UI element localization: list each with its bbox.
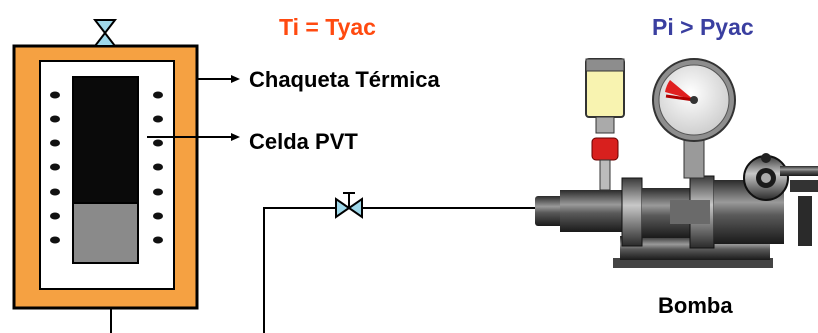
flow-line	[263, 207, 536, 333]
valve-icon	[335, 192, 363, 219]
bolt-icon	[50, 236, 60, 244]
pump-label: Bomba	[658, 293, 733, 318]
pvt-cell-liquid	[72, 202, 139, 264]
bolt-icon	[153, 163, 163, 171]
bolt-icon	[50, 91, 60, 99]
bolt-icon	[50, 212, 60, 220]
cell-callout-arrow	[147, 133, 240, 141]
bolt-icon	[50, 115, 60, 123]
jacket-label: Chaqueta Térmica	[249, 67, 440, 92]
thermal-jacket	[12, 19, 199, 333]
pump-icon	[535, 153, 818, 268]
bolt-icon	[50, 139, 60, 147]
bolt-icon	[153, 115, 163, 123]
bolt-icon	[153, 91, 163, 99]
bolt-icon	[153, 188, 163, 196]
bolt-icon	[153, 212, 163, 220]
bolt-icon	[50, 188, 60, 196]
bolt-icon	[153, 236, 163, 244]
jacket-callout-arrow	[198, 75, 240, 83]
jacket-bolts-right	[153, 91, 163, 244]
cell-label: Celda PVT	[249, 129, 358, 154]
oil-cup-icon	[585, 58, 625, 191]
bolt-icon	[50, 163, 60, 171]
pressure-gauge-icon	[652, 58, 736, 179]
pressure-condition-label: Pi > Pyac	[652, 14, 754, 40]
temperature-condition-label: Ti = Tyac	[279, 14, 376, 40]
valve-icon	[92, 19, 118, 47]
pvt-cell	[72, 76, 139, 264]
jacket-bolts-left	[50, 91, 60, 244]
pvt-cell-gas	[72, 76, 139, 204]
bolt-icon	[153, 139, 163, 147]
